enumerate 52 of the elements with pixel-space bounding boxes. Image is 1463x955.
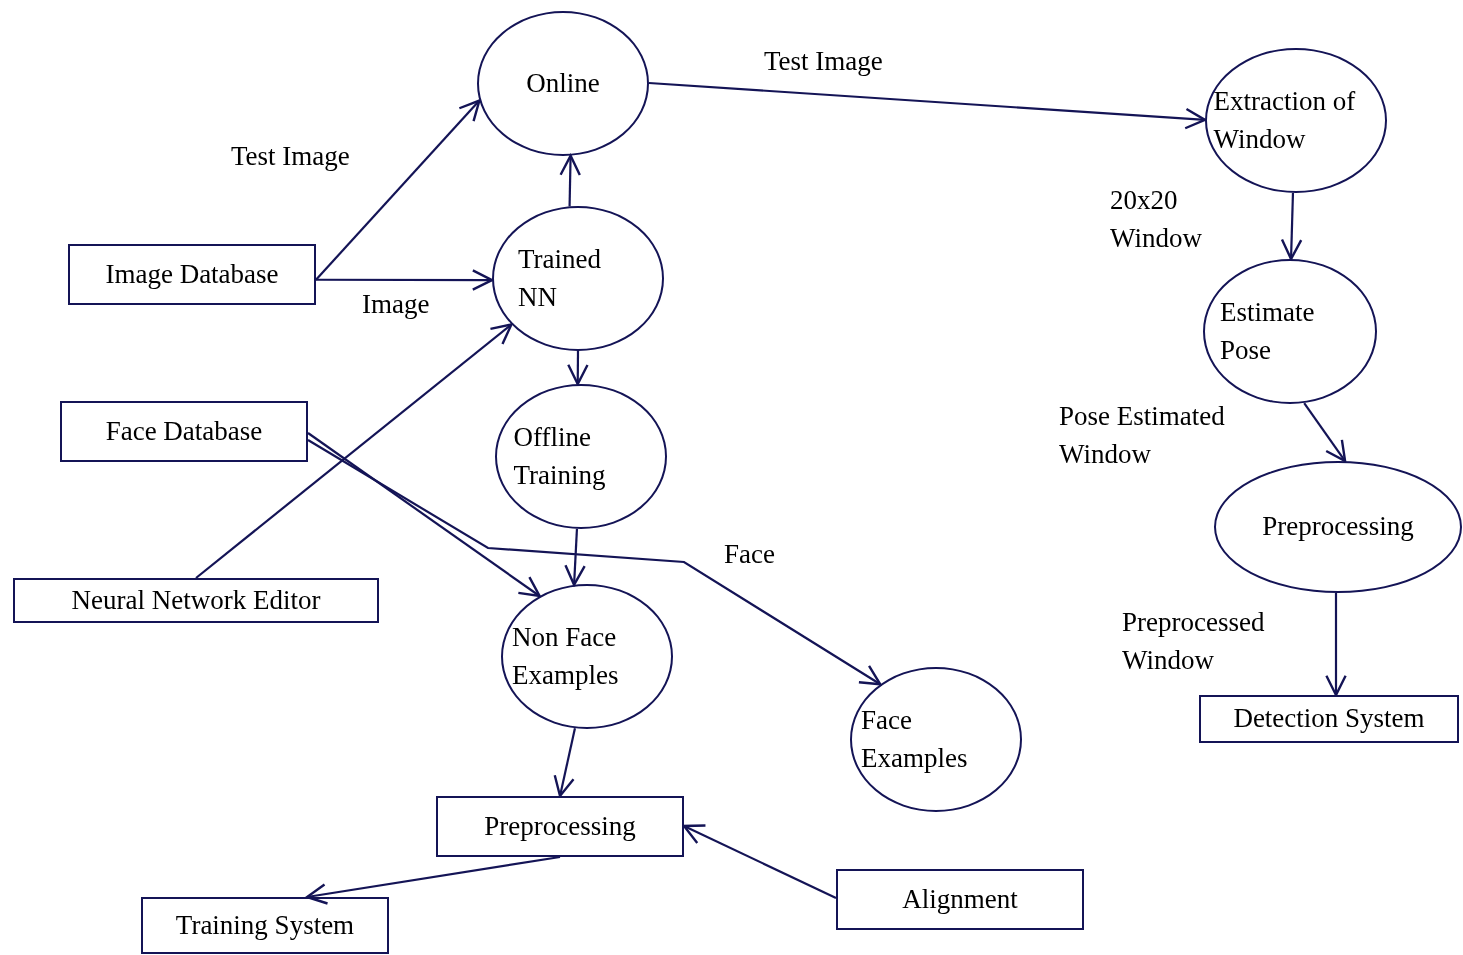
node-label: Offline Training: [513, 420, 607, 492]
node-label: Estimate Pose: [1220, 295, 1316, 367]
process-ellipse: [477, 11, 649, 156]
arrow: [315, 99, 481, 281]
node-label: Image Database: [105, 257, 279, 291]
arrow: [307, 432, 541, 598]
arrow: [648, 81, 1207, 130]
arrow: [559, 154, 581, 207]
process-box: [60, 401, 308, 462]
arrow: [564, 528, 586, 587]
process-ellipse: [1203, 259, 1377, 404]
process-ellipse: [850, 667, 1022, 812]
arrow: [682, 824, 837, 899]
process-ellipse: [492, 206, 664, 351]
process-ellipse: [501, 584, 673, 729]
node-label: Online: [526, 66, 600, 100]
edge-label: Pose Estimated Window: [1059, 400, 1226, 471]
arrow: [307, 439, 882, 686]
node-label: Trained NN: [518, 242, 602, 314]
node-label: Non Face Examples: [512, 620, 620, 692]
edge-label: Face: [724, 538, 775, 571]
arrow: [567, 351, 589, 386]
node-label: Neural Network Editor: [71, 583, 321, 617]
process-box: [836, 869, 1084, 930]
process-box: [68, 244, 316, 305]
process-ellipse: [1214, 461, 1462, 593]
edge-label: Preprocessed Window: [1122, 606, 1266, 677]
process-box: [436, 796, 684, 857]
arrow: [316, 269, 494, 291]
process-box: [1199, 695, 1459, 743]
node-label: Detection System: [1233, 702, 1425, 736]
arrow: [1325, 593, 1347, 697]
node-label: Alignment: [902, 882, 1018, 916]
node-label: Face Examples: [861, 703, 969, 775]
node-label: Training System: [175, 908, 355, 942]
process-ellipse: [495, 384, 667, 529]
arrow: [305, 855, 561, 905]
edge-label: Test Image: [231, 140, 350, 173]
arrow: [1280, 192, 1303, 261]
arrow: [553, 728, 577, 798]
node-label: Preprocessing: [1262, 510, 1414, 544]
process-box: [13, 578, 379, 623]
arrow: [195, 323, 513, 579]
process-box: [141, 897, 389, 954]
edge-label: Test Image: [764, 45, 883, 78]
process-ellipse: [1205, 48, 1387, 193]
arrow: [1303, 402, 1347, 463]
node-label: Face Database: [105, 414, 263, 448]
node-label: Extraction of Window: [1213, 84, 1357, 156]
edge-label: 20x20 Window: [1110, 184, 1203, 255]
edge-label: Image: [362, 288, 430, 321]
node-label: Preprocessing: [484, 809, 636, 843]
